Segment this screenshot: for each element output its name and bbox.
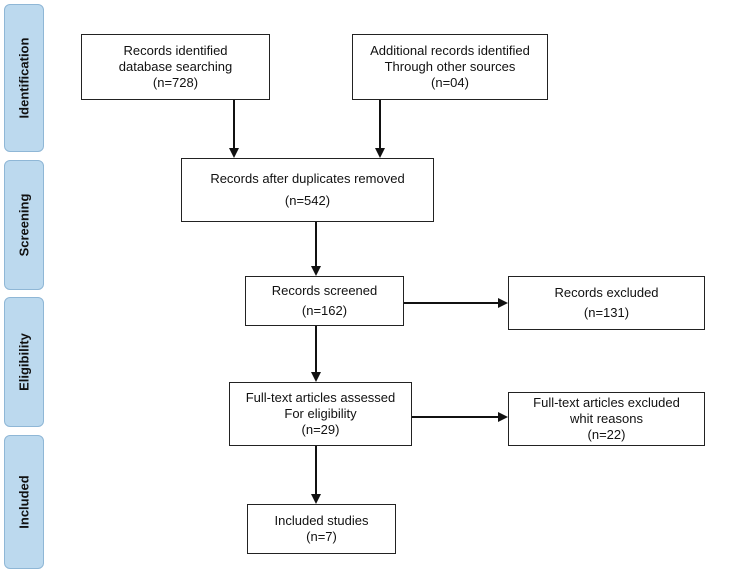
box-additional-records-count: (n=04) bbox=[431, 75, 469, 91]
phase-identification: Identification bbox=[4, 4, 44, 152]
box-records-identified-line1: Records identified bbox=[123, 42, 228, 58]
box-included-studies-count: (n=7) bbox=[306, 529, 337, 544]
box-after-duplicates-line1: Records after duplicates removed bbox=[210, 170, 405, 186]
box-records-screened: Records screened (n=162) bbox=[245, 276, 404, 326]
box-records-screened-line1: Records screened bbox=[271, 282, 378, 298]
box-additional-records-line1: Additional records identified bbox=[370, 42, 530, 58]
box-records-identified: Records identified database searching (n… bbox=[81, 34, 270, 100]
box-records-screened-count: (n=162) bbox=[301, 303, 348, 318]
box-fulltext-assessed: Full-text articles assessed For eligibil… bbox=[229, 382, 412, 446]
phase-included: Included bbox=[4, 435, 44, 569]
box-records-excluded-line1: Records excluded bbox=[554, 284, 659, 300]
box-fulltext-excluded-line1: Full-text articles excluded bbox=[533, 394, 680, 410]
phase-identification-label: Identification bbox=[16, 37, 32, 119]
box-fulltext-assessed-count: (n=29) bbox=[301, 422, 340, 438]
phase-screening: Screening bbox=[4, 160, 44, 290]
phase-screening-label: Screening bbox=[16, 193, 32, 257]
box-fulltext-assessed-line1: Full-text articles assessed bbox=[245, 389, 396, 405]
box-additional-records-line2: Through other sources bbox=[384, 58, 516, 74]
box-fulltext-excluded: Full-text articles excluded whit reasons… bbox=[508, 392, 705, 446]
box-records-excluded: Records excluded (n=131) bbox=[508, 276, 705, 330]
box-after-duplicates: Records after duplicates removed (n=542) bbox=[181, 158, 434, 222]
box-fulltext-excluded-count: (n=22) bbox=[587, 427, 626, 443]
phase-eligibility-label: Eligibility bbox=[16, 333, 32, 391]
box-after-duplicates-count: (n=542) bbox=[284, 193, 331, 208]
phase-included-label: Included bbox=[16, 475, 32, 529]
box-included-studies-line1: Included studies bbox=[274, 512, 369, 528]
box-records-identified-count: (n=728) bbox=[152, 75, 199, 91]
box-records-excluded-count: (n=131) bbox=[583, 305, 630, 320]
box-fulltext-assessed-line2: For eligibility bbox=[284, 405, 357, 421]
box-included-studies: Included studies (n=7) bbox=[247, 504, 396, 554]
box-fulltext-excluded-line2: whit reasons bbox=[570, 410, 643, 426]
box-additional-records: Additional records identified Through ot… bbox=[352, 34, 548, 100]
phase-eligibility: Eligibility bbox=[4, 297, 44, 427]
box-records-identified-line2: database searching bbox=[118, 58, 233, 74]
